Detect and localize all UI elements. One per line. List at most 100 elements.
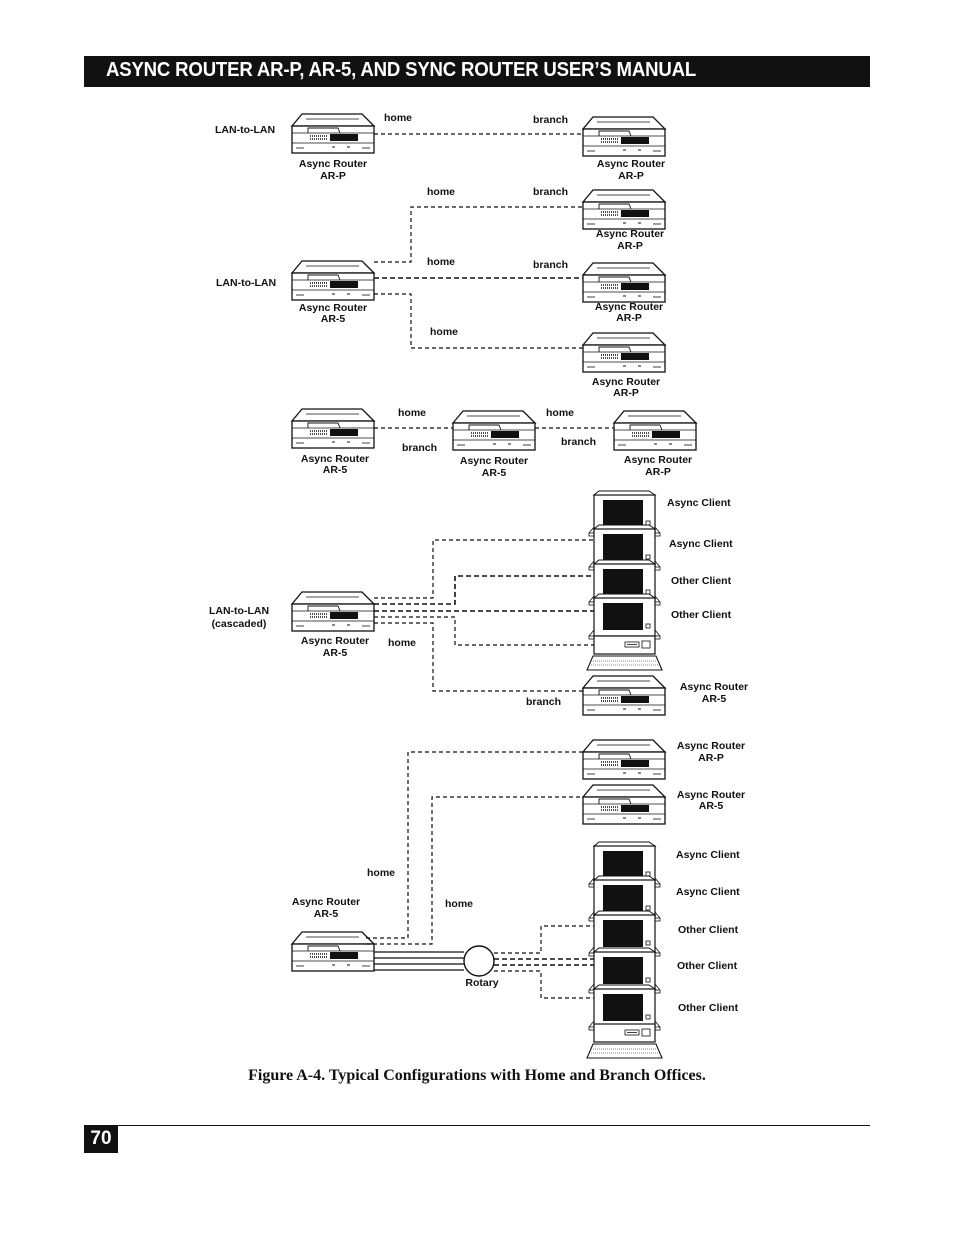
- label-other-client: Other Client: [671, 609, 732, 621]
- header-bar: ASYNC ROUTER AR-P, AR-5, AND SYNC ROUTER…: [84, 56, 870, 87]
- label-branch: branch: [561, 436, 596, 448]
- label-other-client: Other Client: [678, 924, 739, 936]
- label-async-client: Async Client: [667, 497, 731, 509]
- label-home: home: [445, 898, 473, 910]
- page-header-title: ASYNC ROUTER AR-P, AR-5, AND SYNC ROUTER…: [106, 59, 697, 81]
- connection-line: [374, 575, 594, 605]
- label-home: home: [367, 867, 395, 879]
- label-ar-5: AR-5: [321, 313, 346, 325]
- label-branch: branch: [533, 259, 568, 271]
- rotary-hub: [463, 945, 495, 977]
- label-async-client: Async Client: [676, 849, 740, 861]
- label-async-router: Async Router: [299, 158, 367, 170]
- figure-caption: Figure A-4. Typical Configurations with …: [248, 1067, 706, 1084]
- label-ar-5: AR-5: [699, 800, 724, 812]
- computer-base: [586, 1023, 663, 1059]
- router-ar-5-home: [291, 591, 375, 632]
- router-ar-p-branch: [582, 262, 666, 303]
- label-home: home: [427, 256, 455, 268]
- label-ar-p: AR-P: [616, 312, 642, 324]
- connection-line: [494, 925, 594, 954]
- label-async-router: Async Router: [596, 228, 664, 240]
- router-ar-5-branch: [582, 784, 666, 825]
- router-ar-p-home: [291, 113, 375, 154]
- label-async-router: Async Router: [460, 455, 528, 467]
- label-lan-to-lan: LAN-to-LAN: [216, 277, 276, 289]
- label-branch: branch: [533, 186, 568, 198]
- computer-base: [586, 635, 663, 671]
- router-ar-5-home: [291, 931, 375, 972]
- label-async-router: Async Router: [301, 635, 369, 647]
- connection-line: [366, 796, 583, 945]
- label-branch: branch: [526, 696, 561, 708]
- label-home: home: [384, 112, 412, 124]
- router-ar-5-branch: [582, 675, 666, 716]
- label-async-client: Async Client: [669, 538, 733, 550]
- label-async-router: Async Router: [677, 740, 745, 752]
- label-async-router: Async Router: [299, 302, 367, 314]
- router-ar-p-branch: [613, 410, 697, 451]
- label-home: home: [427, 186, 455, 198]
- router-ar-p-branch: [582, 189, 666, 230]
- label-ar-p: AR-P: [613, 387, 639, 399]
- label-async-client: Async Client: [676, 886, 740, 898]
- router-ar-p-branch: [582, 739, 666, 780]
- label-ar-p: AR-P: [320, 170, 346, 182]
- router-ar-5-home: [291, 408, 375, 449]
- label-home: home: [388, 637, 416, 649]
- label-other-client: Other Client: [671, 575, 732, 587]
- label-rotary: Rotary: [465, 977, 498, 989]
- label-home: home: [398, 407, 426, 419]
- label-lan-to-lan: LAN-to-LAN: [209, 605, 269, 617]
- other-client-computer: [588, 984, 661, 1031]
- label-ar-5: AR-5: [323, 464, 348, 476]
- page-number-box: 70: [84, 1125, 118, 1153]
- label-async-router: Async Router: [677, 789, 745, 801]
- connection-line: [374, 622, 583, 692]
- label-branch: branch: [533, 114, 568, 126]
- label-ar-5: AR-5: [702, 693, 727, 705]
- label-other-client: Other Client: [678, 1002, 739, 1014]
- client-stack: [586, 490, 663, 671]
- label-ar-p: AR-P: [617, 240, 643, 252]
- label-ar-p: AR-P: [645, 466, 671, 478]
- label-home: home: [430, 326, 458, 338]
- page-number: 70: [90, 1128, 112, 1149]
- connection-line: [374, 293, 583, 349]
- other-client-computer: [588, 593, 661, 640]
- label-other-client: Other Client: [677, 960, 738, 972]
- label-ar-5: AR-5: [314, 908, 339, 920]
- label-async-router: Async Router: [595, 301, 663, 313]
- section-lan-to-lan-multi-branch: LAN-to-LAN home branch home branch home …: [216, 186, 666, 399]
- label-async-router: Async Router: [597, 158, 665, 170]
- connection-line: [494, 970, 594, 999]
- section-chained-routers: home branch home branch Async Router AR-…: [291, 407, 697, 479]
- label-ar-p: AR-P: [698, 752, 724, 764]
- footer-rule: [84, 1125, 870, 1126]
- label-async-router: Async Router: [292, 896, 360, 908]
- router-ar-p-branch: [582, 332, 666, 373]
- connection-line: [374, 206, 583, 263]
- label-async-router: Async Router: [680, 681, 748, 693]
- label-async-router: Async Router: [592, 376, 660, 388]
- label-async-router: Async Router: [301, 453, 369, 465]
- section-lan-to-lan-basic: LAN-to-LAN home branch Async Router AR-P…: [215, 112, 666, 182]
- label-branch: branch: [402, 442, 437, 454]
- section-rotary: home home Rotary Async Router AR-5 Async…: [291, 739, 745, 1059]
- router-ar-5-home: [291, 260, 375, 301]
- label-ar-5: AR-5: [482, 467, 507, 479]
- label-ar-5: AR-5: [323, 647, 348, 659]
- connection-line: [374, 539, 594, 599]
- label-ar-p: AR-P: [618, 170, 644, 182]
- section-lan-to-lan-cascaded: LAN-to-LAN (cascaded) home branch Async …: [209, 490, 748, 716]
- connection-line: [374, 616, 594, 646]
- router-ar-5-middle: [452, 410, 536, 451]
- label-async-router: Async Router: [624, 454, 692, 466]
- connection-line: [366, 751, 583, 939]
- router-ar-p-branch: [582, 116, 666, 157]
- client-stack: [586, 841, 663, 1059]
- label-home: home: [546, 407, 574, 419]
- label-cascaded: (cascaded): [212, 618, 267, 630]
- label-lan-to-lan: LAN-to-LAN: [215, 124, 275, 136]
